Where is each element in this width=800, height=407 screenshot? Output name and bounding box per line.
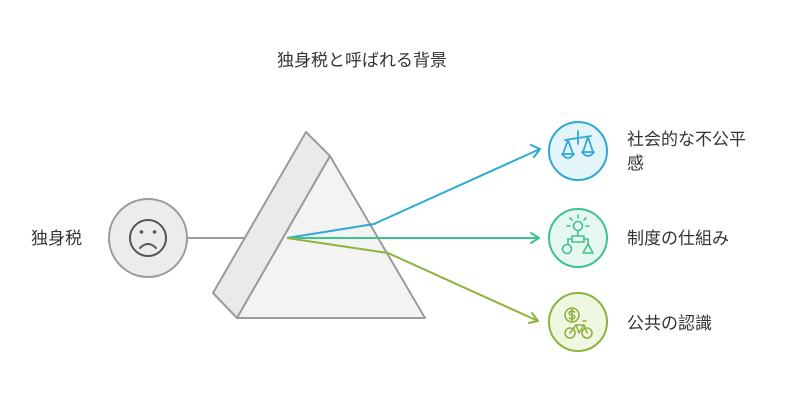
output-label-unfairness-line1: 社会的な不公平 xyxy=(627,130,746,150)
diagram-title: 独身税と呼ばれる背景 xyxy=(277,51,447,71)
sad-face-outer-circle xyxy=(108,198,188,278)
output-rays xyxy=(286,144,541,324)
sad-face-node xyxy=(108,198,188,278)
ray-blue xyxy=(286,148,541,239)
prism xyxy=(212,131,426,319)
output-node-system xyxy=(548,208,608,268)
input-label: 独身税 xyxy=(31,229,82,249)
arrowhead-olive xyxy=(528,312,539,324)
balance-scale-icon xyxy=(561,130,595,159)
money-bicycle-icon xyxy=(564,307,593,339)
output-label-public: 公共の認識 xyxy=(627,314,712,334)
output-node-public xyxy=(548,292,608,352)
output-label-unfairness-line2: 感 xyxy=(627,154,644,174)
ray-olive xyxy=(286,237,539,322)
idea-hierarchy-icon xyxy=(561,214,594,255)
output-node-unfairness xyxy=(548,121,608,181)
sad-face-icon xyxy=(129,219,167,257)
arrowhead-green xyxy=(530,232,540,244)
output-label-system: 制度の仕組み xyxy=(627,229,729,249)
output-label-unfairness: 社会的な不公平 感 xyxy=(627,128,746,176)
arrowhead-blue xyxy=(530,144,541,158)
